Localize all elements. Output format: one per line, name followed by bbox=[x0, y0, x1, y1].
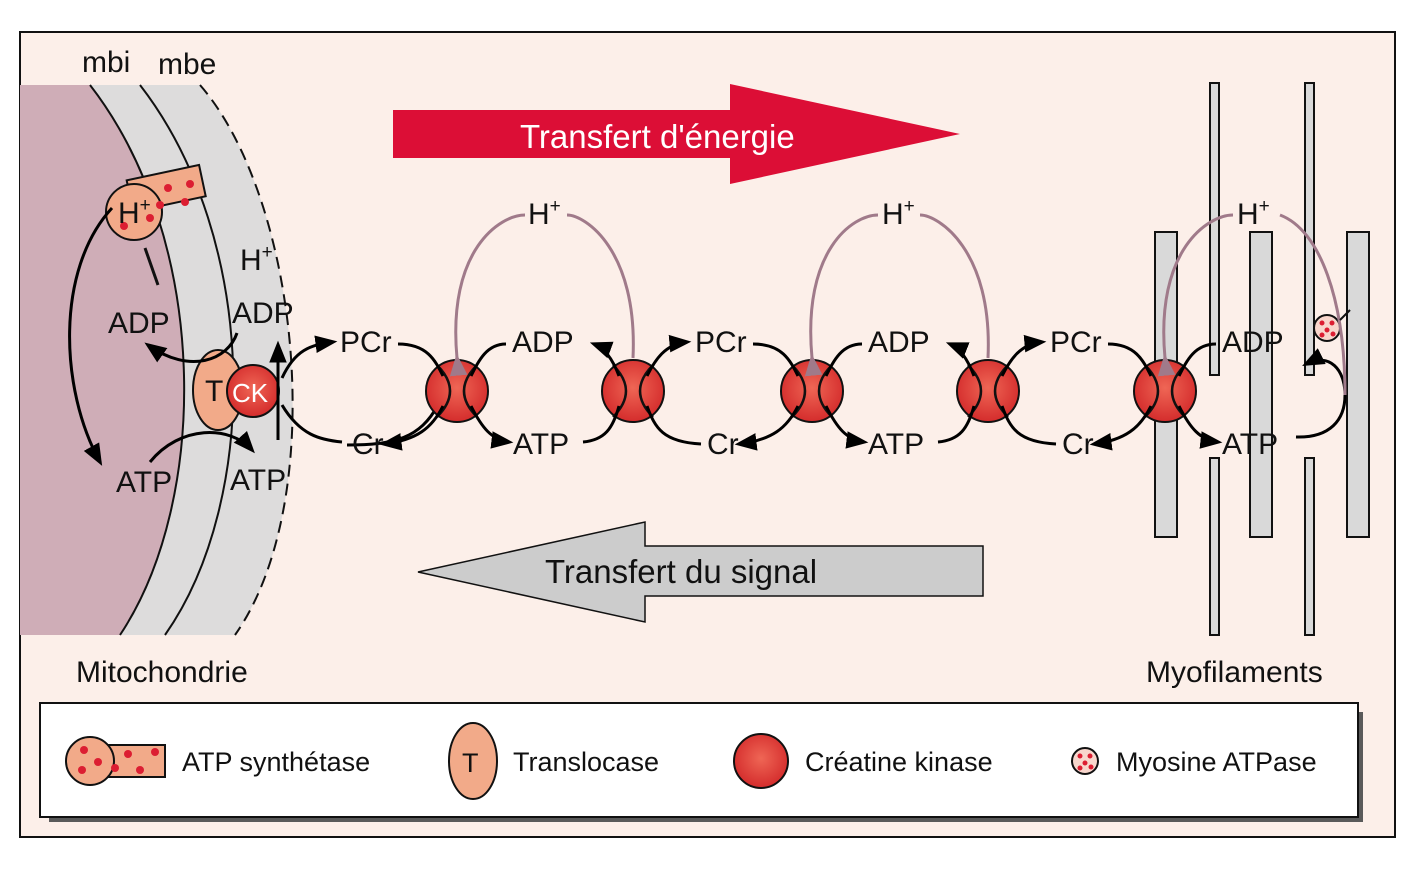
adp-intermembrane-label: ADP bbox=[232, 297, 294, 330]
h-plus-cycle-0: H+ bbox=[528, 196, 561, 231]
inner-membrane bbox=[89, 84, 186, 636]
cr-regen-1 bbox=[1000, 405, 1057, 446]
atp-label-0: ATP bbox=[513, 428, 569, 461]
atp-label-1: ATP bbox=[868, 428, 924, 461]
creatine-kinase-icon bbox=[733, 733, 789, 789]
h-plus-synthase: H+ bbox=[118, 195, 151, 230]
legend-translocase: Translocase bbox=[513, 747, 659, 777]
outer-membrane bbox=[199, 84, 294, 636]
legend-creatine-kinase: Créatine kinase bbox=[805, 747, 993, 777]
adp-matrix-label: ADP bbox=[108, 307, 170, 340]
creatine-kinase-2 bbox=[780, 359, 844, 423]
arrow-cr-line-0 bbox=[346, 404, 440, 447]
atp-intermembrane-label: ATP bbox=[230, 464, 286, 497]
mbe-label: mbe bbox=[158, 48, 216, 81]
pcr-in-2 bbox=[1107, 342, 1153, 377]
cr-out-1 bbox=[734, 405, 800, 451]
atp-matrix-label: ATP bbox=[116, 466, 172, 499]
creatine-kinase-4 bbox=[1133, 359, 1197, 423]
adp-regen-1 bbox=[945, 342, 976, 377]
atp-out-2 bbox=[1177, 405, 1223, 449]
adp-label-0: ADP bbox=[512, 326, 574, 359]
creatine-kinase-3 bbox=[956, 359, 1020, 423]
cr-out-2 bbox=[1089, 405, 1153, 451]
cr-label-2: Cr bbox=[1062, 428, 1094, 461]
atp-out-0 bbox=[469, 405, 514, 449]
legend: ATP synthétase T Translocase Créatine ki… bbox=[39, 702, 1363, 822]
atp-synthase-icon bbox=[65, 736, 166, 786]
energy-transfer-arrow bbox=[393, 84, 960, 184]
h-plus-intermembrane: H+ bbox=[240, 242, 273, 277]
pcr-label-1: PCr bbox=[695, 326, 747, 359]
atp-regen-1 bbox=[937, 405, 976, 444]
arrow-to-pcr-0 bbox=[280, 335, 338, 379]
myofilaments bbox=[1154, 82, 1370, 636]
cr-regen-0 bbox=[645, 405, 702, 446]
proton-arc-in-1 bbox=[804, 213, 879, 377]
cr-label-0: Cr bbox=[352, 428, 384, 461]
proton-arc-in-0 bbox=[449, 213, 526, 377]
creatine-kinase-0 bbox=[425, 359, 489, 423]
translocase-icon bbox=[448, 722, 498, 800]
atp-regen-0 bbox=[582, 405, 621, 444]
atp-label-2: ATP bbox=[1222, 428, 1278, 461]
adp-export-arrow bbox=[144, 332, 239, 363]
signal-transfer-label: Transfert du signal bbox=[545, 553, 817, 590]
energy-transfer-label: Transfert d'énergie bbox=[520, 118, 795, 155]
proton-arc-out-1 bbox=[919, 213, 990, 359]
mitochondria-label: Mitochondrie bbox=[76, 656, 248, 689]
adp-in-2 bbox=[1177, 342, 1217, 377]
matrix-atp-arrow bbox=[68, 206, 114, 466]
h-plus-cycle-2: H+ bbox=[1237, 196, 1270, 231]
pcr-regen-1 bbox=[1000, 334, 1047, 377]
atp-import-arrow bbox=[148, 430, 255, 463]
myosin-atpase-icon bbox=[1071, 747, 1099, 775]
adp-in-0 bbox=[469, 342, 507, 377]
adp-label-2: ADP bbox=[1222, 326, 1284, 359]
pcr-in-0 bbox=[397, 342, 445, 377]
adp-in-1 bbox=[824, 342, 863, 377]
synthase-stalk bbox=[143, 247, 160, 286]
atp-synthase bbox=[105, 163, 207, 241]
legend-myosin-atpase: Myosine ATPase bbox=[1116, 747, 1317, 777]
proton-arc-out-0 bbox=[566, 213, 635, 359]
adp-regen-0 bbox=[589, 341, 621, 377]
h-plus-cycle-1: H+ bbox=[882, 196, 915, 231]
legend-atp-synthase: ATP synthétase bbox=[182, 747, 370, 777]
translocase-letter: T bbox=[205, 375, 223, 408]
adp-label-1: ADP bbox=[868, 326, 930, 359]
creatine-kinase-1 bbox=[601, 359, 665, 423]
atp-out-1 bbox=[824, 405, 869, 449]
proton-arc-in-2 bbox=[1157, 213, 1234, 377]
cr-out-0 bbox=[379, 405, 445, 451]
cr-label-1: Cr bbox=[707, 428, 739, 461]
legend-box bbox=[39, 702, 1359, 818]
myofilaments-label: Myofilaments bbox=[1146, 656, 1323, 689]
signal-transfer-arrow bbox=[417, 521, 984, 623]
proton-arc-out-2 bbox=[1279, 213, 1347, 396]
legend-translocase-symbol: T bbox=[462, 748, 479, 778]
pcr-label-0: PCr bbox=[340, 326, 392, 359]
pcr-label-2: PCr bbox=[1050, 326, 1102, 359]
pcr-regen-0 bbox=[645, 334, 692, 377]
pcr-in-1 bbox=[752, 342, 800, 377]
atpase-loop-arrow bbox=[1295, 348, 1347, 439]
mbi-label: mbi bbox=[82, 46, 130, 79]
ck-label: CK bbox=[232, 378, 269, 408]
